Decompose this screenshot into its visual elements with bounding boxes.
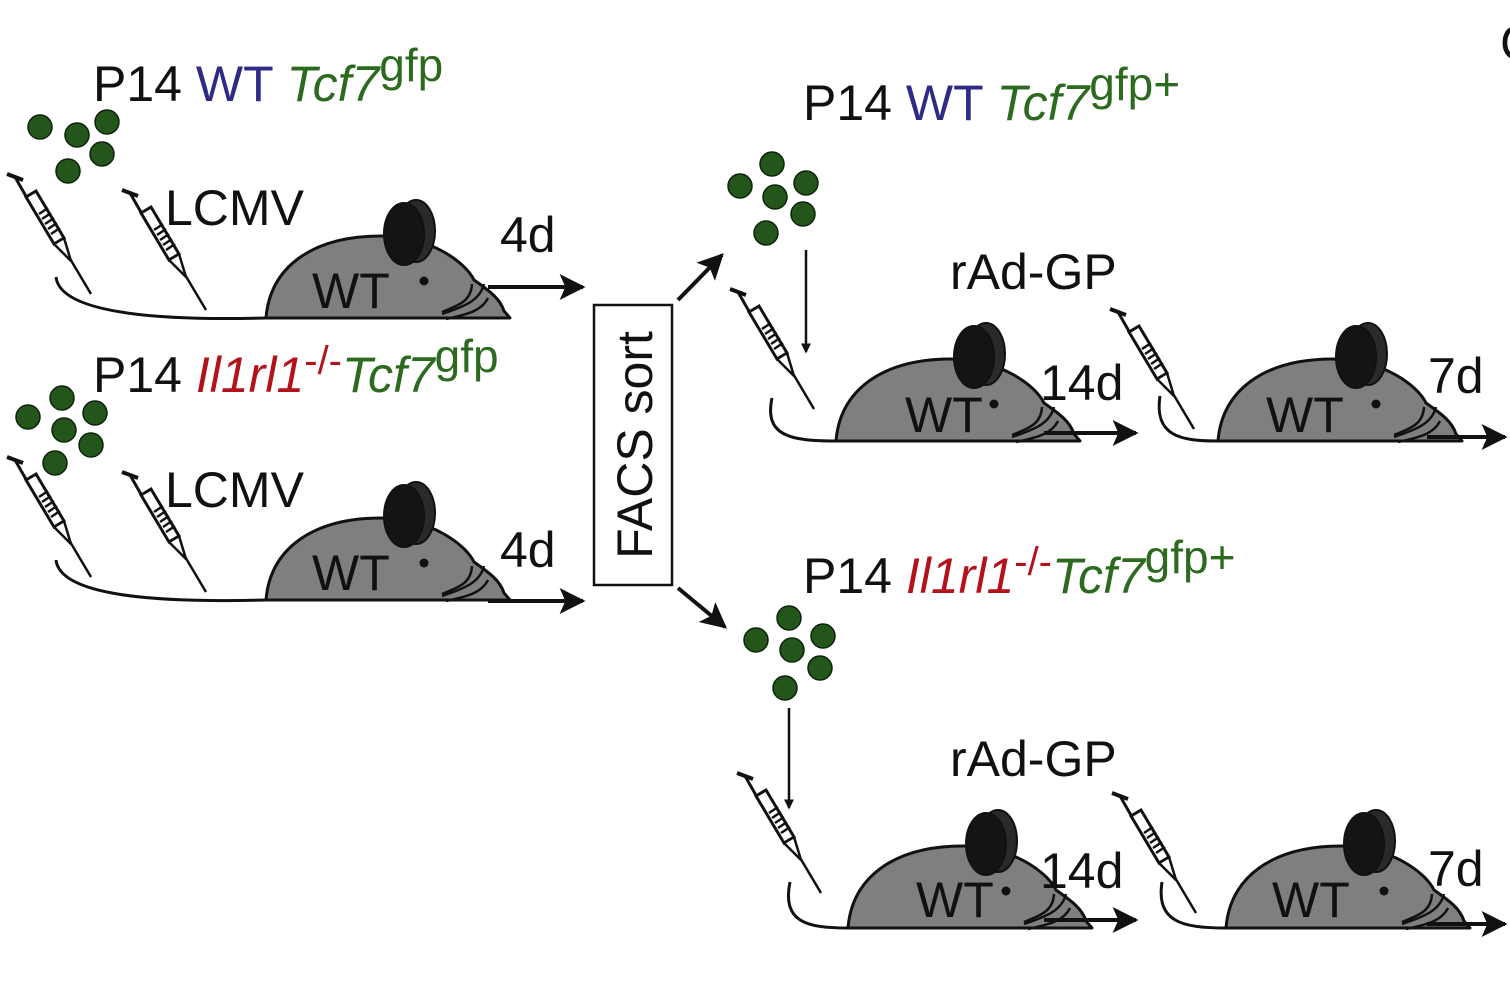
host-wt-label: WT	[1266, 387, 1344, 443]
panel-letter-cutoff: C	[1500, 15, 1510, 71]
gfp-superscript: gfp	[435, 330, 499, 382]
syringe-icon	[5, 455, 93, 579]
rad-gp-label: rAd-GP	[950, 731, 1117, 787]
tcf7-text: Tcf7	[287, 56, 382, 112]
sorted-cell-cluster-top	[727, 151, 819, 246]
il1rl1-genotype-text: Il1rl1	[196, 347, 304, 403]
donor-cell-cluster-bottom	[15, 385, 108, 476]
host-wt-label: WT	[312, 545, 390, 601]
lcmv-label: LCMV	[165, 462, 305, 518]
host-wt-label: WT	[916, 872, 994, 928]
donor-cell-cluster-top	[27, 109, 120, 184]
bottom-donor-label: P14 Il1rl1-/-Tcf7gfp	[93, 330, 499, 403]
facs-sort-box	[592, 303, 674, 587]
time-label-7d: 7d	[1428, 348, 1484, 404]
wt-genotype-text: WT	[906, 75, 983, 131]
mouse-tail	[769, 397, 837, 443]
p14-text: P14	[803, 75, 892, 131]
time-label-7d: 7d	[1428, 841, 1484, 897]
mouse-tail	[787, 881, 849, 930]
sorted-cell-cluster-bottom	[743, 605, 836, 701]
p14-text: P14	[93, 56, 182, 112]
mouse-tail	[54, 276, 267, 321]
time-label-4d: 4d	[500, 207, 556, 263]
host-wt-label: WT	[1272, 872, 1350, 928]
rad-gp-label: rAd-GP	[950, 244, 1117, 300]
knockout-superscript: -/-	[304, 339, 342, 383]
mouse-tail	[1159, 881, 1227, 930]
gfp-positive-superscript: gfp+	[1089, 58, 1180, 110]
syringe-icon	[1110, 791, 1198, 915]
time-label-14d: 14d	[1040, 843, 1123, 899]
arrow	[676, 253, 724, 302]
p14-text: P14	[803, 548, 892, 604]
time-label-14d: 14d	[1040, 355, 1123, 411]
tcf7-text: Tcf7	[997, 75, 1092, 131]
p14-text: P14	[93, 347, 182, 403]
gfp-positive-superscript: gfp+	[1145, 531, 1236, 583]
top-donor-label: P14 WT Tcf7gfp	[93, 39, 443, 112]
bottom-recipient-label: P14 Il1rl1-/-Tcf7gfp+	[803, 531, 1235, 604]
syringe-icon	[735, 771, 823, 895]
il1rl1-genotype-text: Il1rl1	[906, 548, 1014, 604]
wt-genotype-text: WT	[196, 56, 273, 112]
mouse-tail	[1157, 395, 1219, 443]
syringe-icon	[728, 287, 816, 411]
knockout-superscript: -/-	[1014, 540, 1052, 584]
host-wt-label: WT	[905, 387, 983, 443]
syringe-icon	[5, 172, 93, 296]
host-wt-label: WT	[312, 263, 390, 319]
facs-sort-label: FACS sort	[607, 331, 663, 559]
gfp-superscript: gfp	[379, 39, 443, 91]
top-recipient-label: P14 WT Tcf7gfp+	[803, 58, 1180, 131]
lcmv-label: LCMV	[165, 180, 305, 236]
tcf7-text: Tcf7	[342, 347, 437, 403]
arrow	[676, 586, 728, 629]
mouse-tail	[54, 559, 267, 603]
tcf7-text: Tcf7	[1052, 548, 1147, 604]
time-label-4d: 4d	[500, 522, 556, 578]
